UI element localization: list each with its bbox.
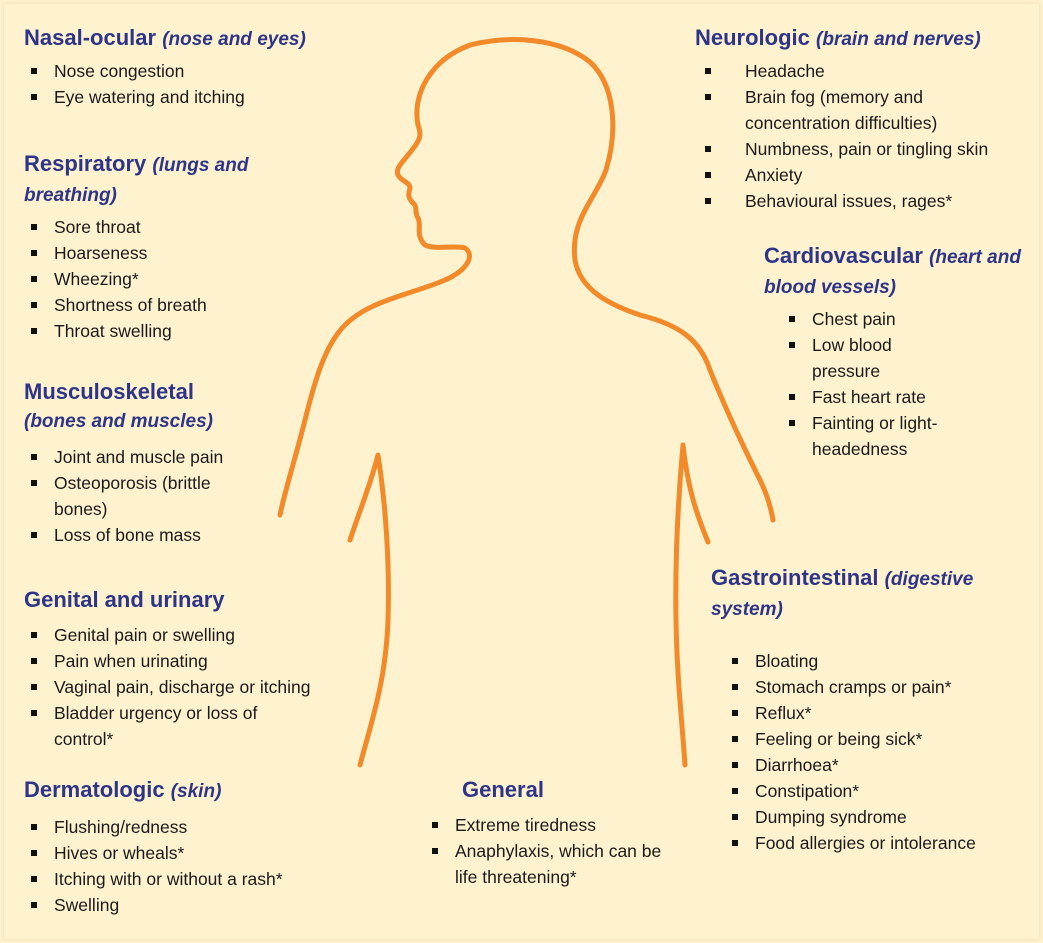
section-subtitle: (nose and eyes)	[162, 29, 306, 50]
section-nasal-ocular: Nasal-ocular (nose and eyes) Nose conges…	[24, 24, 364, 110]
section-title: Genital and urinary	[24, 587, 225, 612]
symptom-item: Extreme tiredness	[425, 812, 695, 838]
symptom-item: Bladder urgency or loss of control*	[24, 700, 314, 752]
symptom-item: Itching with or without a rash*	[24, 866, 354, 892]
symptom-item: Nose congestion	[24, 58, 364, 84]
symptom-list: Headache Brain fog (memory and concentra…	[695, 58, 1035, 214]
section-subtitle: (skin)	[170, 781, 222, 802]
section-heading: Musculoskeletal (bones and muscles)	[24, 378, 274, 436]
symptom-item: Fast heart rate	[782, 384, 1034, 410]
section-subtitle: (lungs and breathing)	[24, 155, 249, 206]
section-heading: General	[425, 776, 695, 804]
section-genital-urinary: Genital and urinary Genital pain or swel…	[24, 586, 364, 752]
symptom-item: Wheezing*	[24, 266, 314, 292]
section-title: Neurologic	[695, 25, 810, 50]
section-subtitle: (heart and blood vessels)	[764, 247, 1021, 298]
symptom-list: Bloating Stomach cramps or pain* Reflux*…	[725, 648, 1031, 856]
symptom-item: Pain when urinating	[24, 648, 364, 674]
section-heading: Neurologic (brain and nerves)	[695, 24, 1035, 54]
section-title: Musculoskeletal	[24, 379, 194, 404]
section-gastrointestinal: Gastrointestinal (digestive system) Bloa…	[711, 564, 1031, 856]
section-title: Respiratory	[24, 151, 147, 176]
section-title: General	[462, 777, 544, 802]
symptom-list: Genital pain or swelling Pain when urina…	[24, 622, 364, 752]
symptom-item: Eye watering and itching	[24, 84, 364, 110]
symptom-item: Brain fog (memory and concentration diff…	[695, 84, 1025, 136]
symptom-item: Joint and muscle pain	[24, 444, 274, 470]
section-heading: Cardiovascular (heart and blood vessels)	[764, 242, 1034, 302]
section-subtitle: (bones and muscles)	[24, 411, 213, 432]
symptom-item: Genital pain or swelling	[24, 622, 364, 648]
section-title: Nasal-ocular	[24, 25, 157, 50]
symptom-item: Low blood pressure	[782, 332, 932, 384]
symptom-item: Food allergies or intolerance	[725, 830, 1031, 856]
section-heading: Gastrointestinal (digestive system)	[711, 564, 1031, 624]
symptom-item: Stomach cramps or pain*	[725, 674, 1031, 700]
section-title: Cardiovascular	[764, 243, 923, 268]
symptom-item: Osteoporosis (brittle bones)	[24, 470, 254, 522]
symptom-item: Anxiety	[695, 162, 1035, 188]
section-heading: Genital and urinary	[24, 586, 364, 614]
symptom-item: Sore throat	[24, 214, 314, 240]
symptom-item: Feeling or being sick*	[725, 726, 1031, 752]
section-respiratory: Respiratory (lungs and breathing) Sore t…	[24, 150, 314, 344]
symptom-item: Numbness, pain or tingling skin	[695, 136, 1035, 162]
section-heading: Nasal-ocular (nose and eyes)	[24, 24, 364, 54]
symptom-item: Vaginal pain, discharge or itching	[24, 674, 364, 700]
symptom-list: Nose congestion Eye watering and itching	[24, 58, 364, 110]
section-neurologic: Neurologic (brain and nerves) Headache B…	[695, 24, 1035, 214]
diagram-frame	[4, 4, 1039, 939]
section-subtitle: (brain and nerves)	[816, 29, 981, 50]
section-heading: Respiratory (lungs and breathing)	[24, 150, 314, 210]
symptom-item: Shortness of breath	[24, 292, 314, 318]
symptom-item: Anaphylaxis, which can be life threateni…	[425, 838, 670, 890]
symptom-item: Constipation*	[725, 778, 1031, 804]
symptom-item: Fainting or light-headedness	[782, 410, 972, 462]
symptom-item: Flushing/redness	[24, 814, 354, 840]
symptom-item: Dumping syndrome	[725, 804, 1031, 830]
symptom-item: Bloating	[725, 648, 1031, 674]
symptom-item: Throat swelling	[24, 318, 314, 344]
section-title: Dermatologic	[24, 777, 165, 802]
symptom-list: Flushing/redness Hives or wheals* Itchin…	[24, 814, 354, 918]
symptom-item: Loss of bone mass	[24, 522, 274, 548]
symptom-item: Reflux*	[725, 700, 1031, 726]
section-heading: Dermatologic (skin)	[24, 776, 354, 806]
section-title: Gastrointestinal	[711, 565, 879, 590]
symptom-item: Diarrhoea*	[725, 752, 1031, 778]
section-dermatologic: Dermatologic (skin) Flushing/redness Hiv…	[24, 776, 354, 918]
section-musculoskeletal: Musculoskeletal (bones and muscles) Join…	[24, 378, 274, 548]
symptom-list: Chest pain Low blood pressure Fast heart…	[782, 306, 1034, 462]
symptom-item: Chest pain	[782, 306, 1034, 332]
symptom-list: Sore throat Hoarseness Wheezing* Shortne…	[24, 214, 314, 344]
symptom-item: Hives or wheals*	[24, 840, 354, 866]
symptom-item: Hoarseness	[24, 240, 314, 266]
symptom-item: Swelling	[24, 892, 354, 918]
section-cardiovascular: Cardiovascular (heart and blood vessels)…	[764, 242, 1034, 462]
section-general: General Extreme tiredness Anaphylaxis, w…	[425, 776, 695, 890]
symptom-item: Headache	[695, 58, 1035, 84]
section-subtitle: (digestive system)	[711, 569, 974, 620]
symptom-item: Behavioural issues, rages*	[695, 188, 1035, 214]
symptom-list: Extreme tiredness Anaphylaxis, which can…	[425, 812, 695, 890]
symptom-list: Joint and muscle pain Osteoporosis (brit…	[24, 444, 274, 548]
